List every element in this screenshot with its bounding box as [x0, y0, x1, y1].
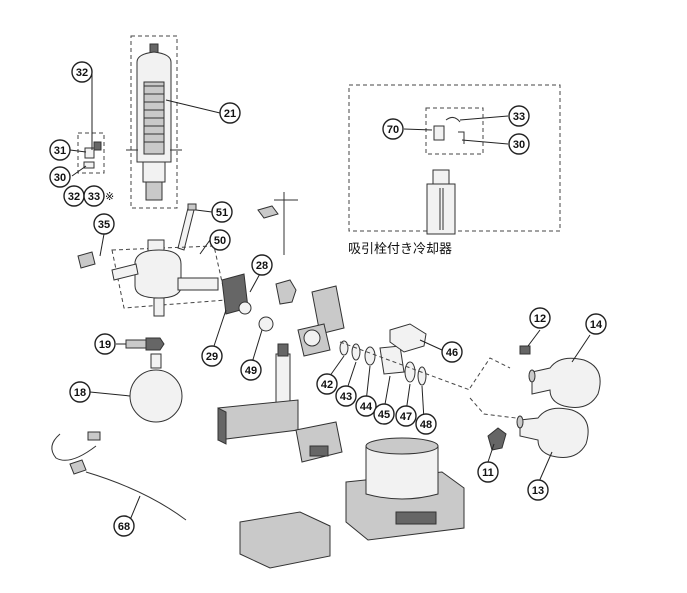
callout-70: 70 [382, 118, 404, 140]
callout-33b: 33 [508, 105, 530, 127]
callout-11: 11 [477, 461, 499, 483]
callout-50: 50 [209, 229, 231, 251]
svg-text:30: 30 [513, 139, 525, 151]
callout-12: 12 [529, 307, 551, 329]
callout-33a: 33 [83, 185, 105, 207]
callout-30a: 30 [49, 166, 71, 188]
callout-labels: 32 31 30 32 33 ※ 21 51 35 50 28 29 49 19… [49, 61, 607, 537]
callout-30b: 30 [508, 133, 530, 155]
inset-condenser-box: 吸引栓付き冷却器 [348, 84, 561, 257]
svg-text:33: 33 [513, 111, 525, 123]
svg-text:68: 68 [118, 521, 130, 533]
svg-text:32: 32 [76, 67, 88, 79]
callout-28: 28 [251, 254, 273, 276]
svg-text:42: 42 [321, 379, 333, 391]
callout-18: 18 [69, 381, 91, 403]
callout-32b: 32 [63, 185, 85, 207]
connector-19 [125, 337, 165, 351]
nut-12 [519, 345, 531, 355]
flask-13 [516, 407, 589, 458]
flask-18 [129, 353, 183, 423]
svg-text:46: 46 [446, 347, 458, 359]
clip-11 [487, 427, 507, 451]
svg-text:28: 28 [256, 260, 268, 272]
svg-text:51: 51 [216, 207, 228, 219]
callout-44: 44 [355, 395, 377, 417]
washer-49 [258, 316, 274, 332]
svg-text:47: 47 [400, 411, 412, 423]
svg-text:30: 30 [54, 172, 66, 184]
callout-35: 35 [93, 213, 115, 235]
callout-46: 46 [441, 341, 463, 363]
callout-45: 45 [373, 403, 395, 425]
svg-text:44: 44 [360, 401, 373, 413]
callout-42: 42 [316, 373, 338, 395]
svg-text:70: 70 [387, 124, 399, 136]
tube-68 [51, 431, 187, 521]
svg-text:19: 19 [99, 339, 111, 351]
callout-31: 31 [49, 139, 71, 161]
callout-14: 14 [585, 313, 607, 335]
vapor-duct-50 [77, 239, 252, 317]
base-stand [217, 343, 343, 463]
svg-text:32: 32 [68, 191, 80, 203]
svg-text:14: 14 [590, 319, 603, 331]
cover-plate [239, 511, 331, 569]
svg-text:12: 12 [534, 313, 546, 325]
svg-text:31: 31 [54, 145, 66, 157]
note-mark: ※ [105, 190, 114, 203]
svg-text:33: 33 [88, 191, 100, 203]
svg-text:21: 21 [224, 108, 236, 120]
part-46 [389, 323, 427, 353]
flask-14 [528, 357, 601, 408]
svg-text:18: 18 [74, 387, 86, 399]
seal-stack [339, 340, 471, 391]
callout-68: 68 [113, 515, 135, 537]
callout-32a: 32 [71, 61, 93, 83]
svg-text:50: 50 [214, 235, 226, 247]
callout-48: 48 [415, 413, 437, 435]
tube-51 [177, 203, 197, 251]
inset-caption: 吸引栓付き冷却器 [348, 242, 452, 257]
svg-text:45: 45 [378, 409, 390, 421]
svg-text:29: 29 [206, 351, 218, 363]
callout-13: 13 [527, 479, 549, 501]
svg-text:48: 48 [420, 419, 432, 431]
callout-47: 47 [395, 405, 417, 427]
cock-parts-cluster [77, 132, 105, 174]
condenser-21 [126, 35, 182, 209]
callout-43: 43 [335, 385, 357, 407]
callout-21: 21 [219, 102, 241, 124]
svg-text:49: 49 [245, 365, 257, 377]
clip-28 [275, 279, 297, 305]
svg-text:13: 13 [532, 485, 544, 497]
callout-51: 51 [211, 201, 233, 223]
callout-29: 29 [201, 345, 223, 367]
callout-49: 49 [240, 359, 262, 381]
motor-head [297, 285, 345, 357]
svg-text:35: 35 [98, 219, 110, 231]
clamp-rod [257, 192, 298, 255]
svg-text:43: 43 [340, 391, 352, 403]
callout-19: 19 [94, 333, 116, 355]
heating-bath [345, 437, 465, 541]
svg-text:11: 11 [482, 467, 494, 479]
